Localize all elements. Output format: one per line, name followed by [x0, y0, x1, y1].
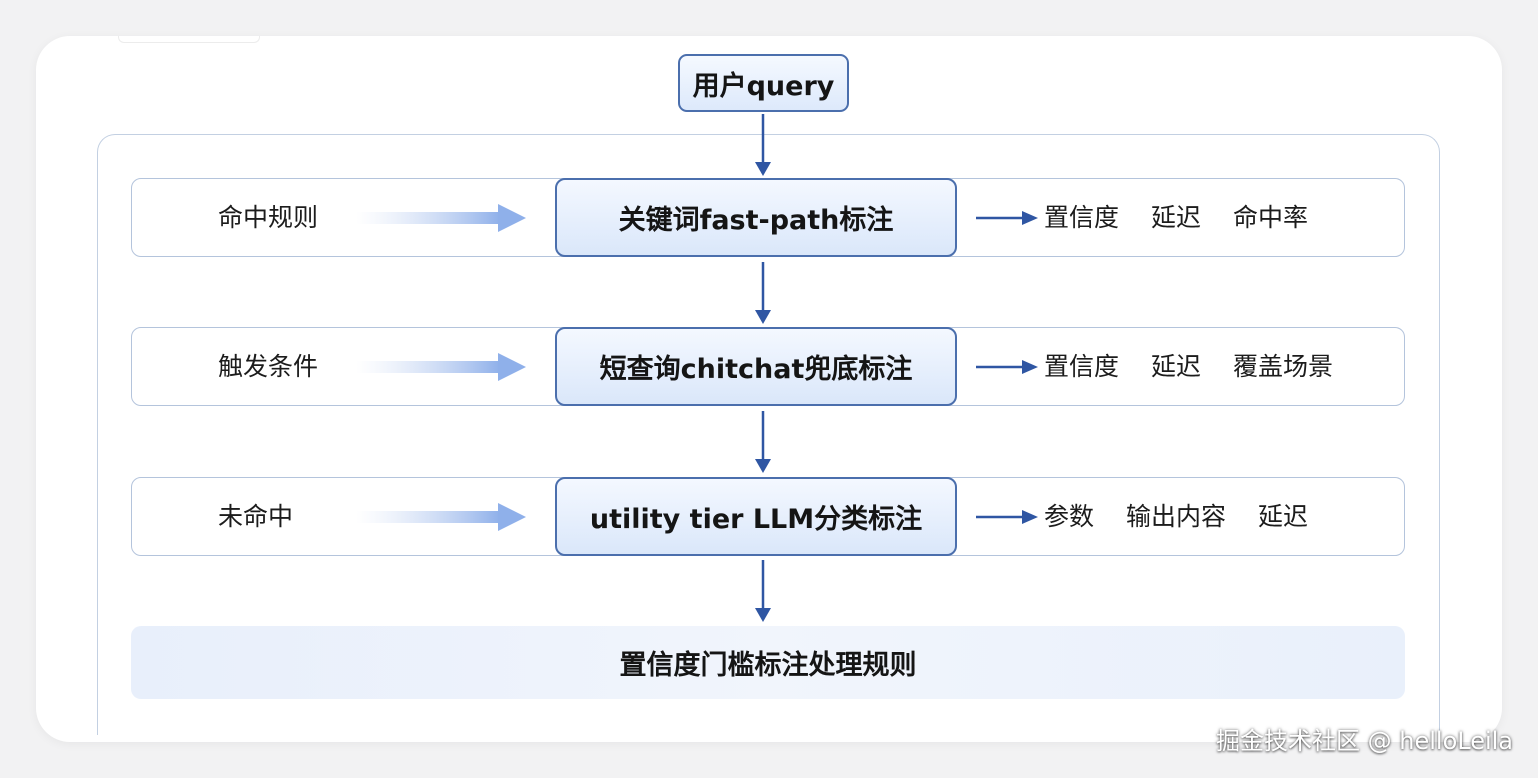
output-item: 输出内容	[1126, 502, 1227, 531]
output-item: 延迟	[1151, 203, 1202, 232]
row-outputs: 参数 输出内容 延迟	[1044, 502, 1308, 532]
output-item: 延迟	[1258, 502, 1309, 531]
process-node-chitchat-fallback: 短查询chitchat兜底标注	[555, 327, 957, 406]
down-arrow-icon	[755, 114, 771, 176]
process-node-llm-classification: utility tier LLM分类标注	[555, 477, 957, 556]
output-item: 延迟	[1151, 352, 1202, 381]
down-arrow-icon	[755, 262, 771, 324]
row-label-trigger-condition: 触发条件	[218, 352, 319, 381]
row-label-hit-rule: 命中规则	[218, 203, 319, 232]
row-label-not-hit: 未命中	[218, 502, 294, 531]
output-item: 命中率	[1233, 203, 1309, 232]
process-node-keyword-fast-path: 关键词fast-path标注	[555, 178, 957, 257]
down-arrow-icon	[755, 560, 771, 622]
final-threshold-rules: 置信度门槛标注处理规则	[131, 626, 1405, 699]
output-item: 覆盖场景	[1233, 352, 1334, 381]
fade-arrow-icon	[356, 204, 526, 232]
output-arrow-icon	[976, 360, 1038, 374]
output-item: 置信度	[1044, 352, 1120, 381]
output-arrow-icon	[976, 211, 1038, 225]
output-item: 置信度	[1044, 203, 1120, 232]
watermark: 掘金技术社区 @ helloLeila	[1216, 727, 1514, 755]
row-outputs: 置信度 延迟 覆盖场景	[1044, 352, 1333, 382]
card-tab	[118, 36, 260, 43]
pipeline-frame	[97, 134, 1440, 735]
output-item: 参数	[1044, 502, 1095, 531]
row-outputs: 置信度 延迟 命中率	[1044, 203, 1308, 233]
fade-arrow-icon	[356, 353, 526, 381]
fade-arrow-icon	[356, 503, 526, 531]
output-arrow-icon	[976, 510, 1038, 524]
start-node-user-query: 用户query	[678, 54, 849, 112]
down-arrow-icon	[755, 411, 771, 473]
